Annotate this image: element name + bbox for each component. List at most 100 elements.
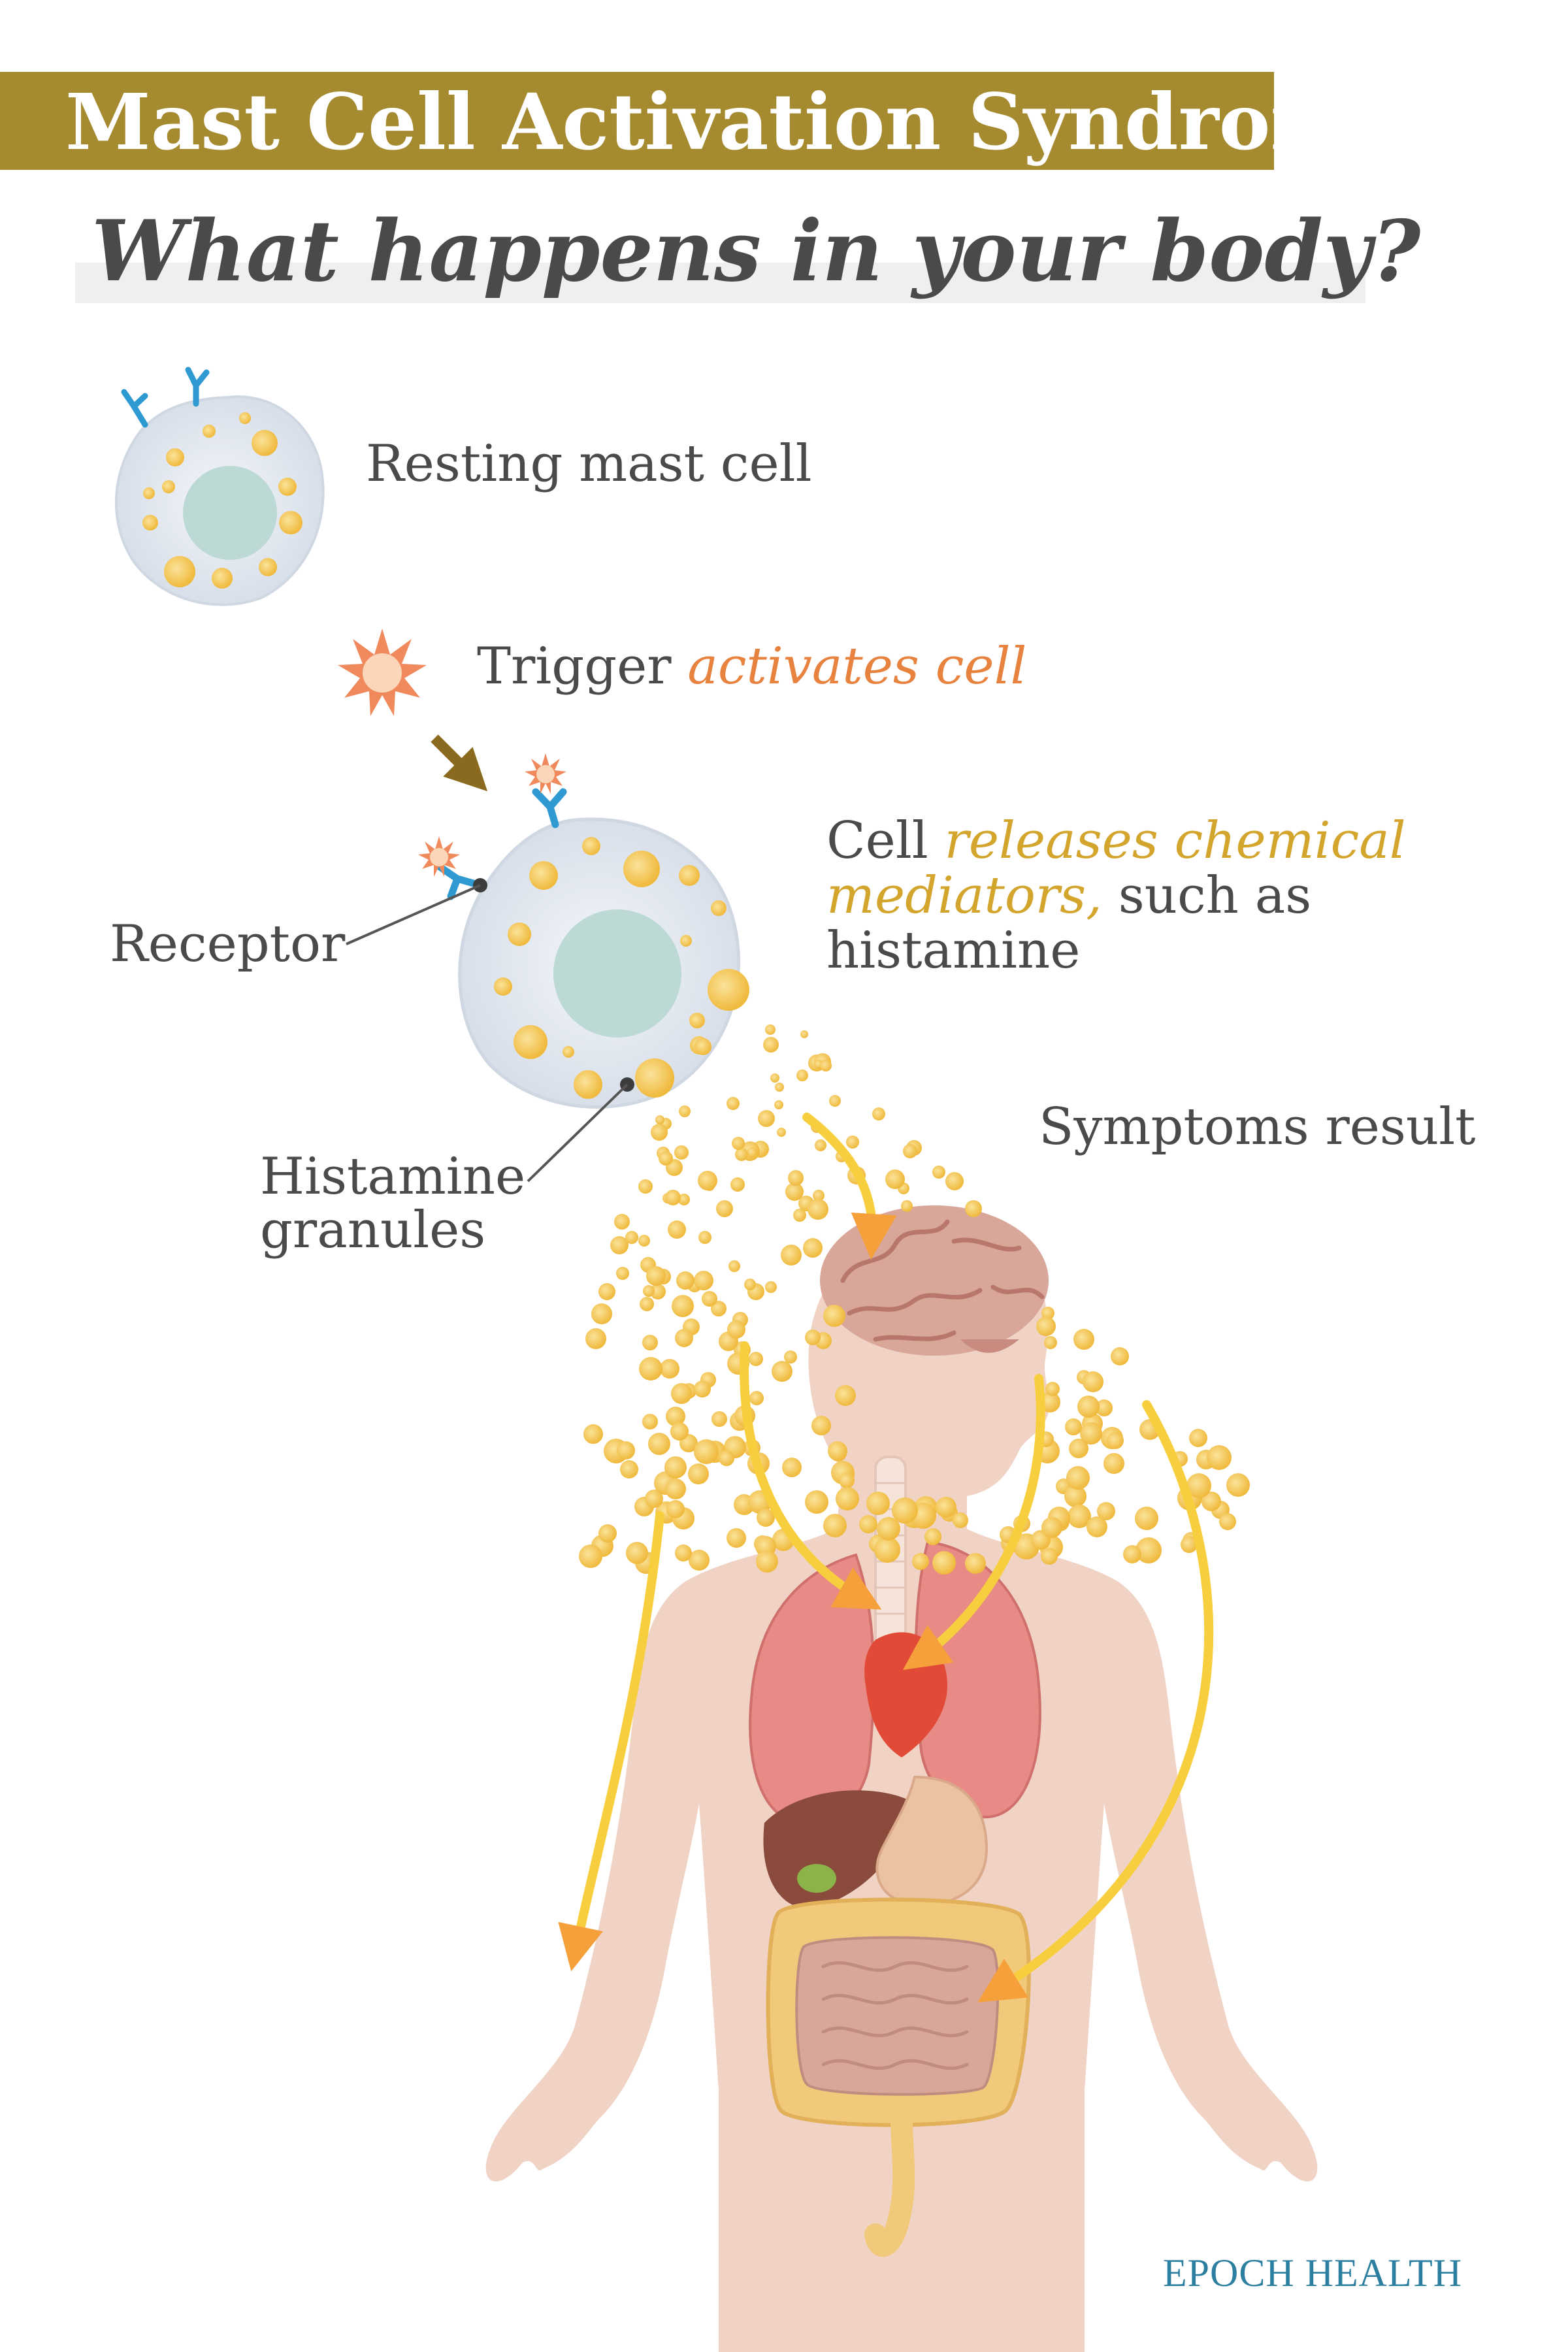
histamine-particle	[675, 1329, 693, 1347]
histamine-particle	[585, 1328, 606, 1349]
histamine-particle	[711, 1301, 727, 1316]
brand-logo: EPOCH HEALTH	[1163, 2251, 1463, 2295]
histamine-particle	[642, 1335, 658, 1350]
intestines	[766, 1897, 1031, 2257]
histamine-particle	[765, 1024, 776, 1035]
histamine-particle	[1077, 1396, 1100, 1418]
histamine-particle	[678, 1194, 690, 1205]
histamine-particle	[1045, 1382, 1060, 1396]
histamine-particle	[901, 1200, 913, 1212]
label-trigger-highlight: activates cell	[687, 637, 1027, 696]
histamine-particle	[666, 1500, 685, 1518]
histamine-particle	[716, 1200, 733, 1217]
histamine-particle	[1181, 1536, 1198, 1553]
histamine-particle	[698, 1171, 717, 1190]
histamine-particle	[796, 1070, 808, 1081]
histamine-particle	[651, 1124, 668, 1141]
histamine-particle	[671, 1383, 692, 1404]
histamine-particle	[676, 1271, 694, 1290]
histamine-particle	[1107, 1432, 1124, 1449]
histamine-particle	[770, 1073, 779, 1083]
histamine-particle	[765, 1281, 777, 1293]
histamine-particle	[1189, 1429, 1207, 1447]
label-release-prefix: Cell	[826, 811, 945, 870]
histamine-particle	[1083, 1371, 1103, 1392]
histamine-particle	[777, 1128, 786, 1137]
histamine-particle	[711, 1411, 727, 1427]
histamine-particle	[885, 1169, 905, 1189]
histamine-particle	[815, 1139, 826, 1151]
histamine-particle	[598, 1524, 617, 1543]
histamine-particle	[665, 1190, 681, 1205]
histamine-particle	[749, 1391, 764, 1405]
histamine-particle	[730, 1177, 745, 1192]
histamine-particle	[932, 1551, 956, 1575]
histamine-particle	[675, 1544, 692, 1561]
histamine-particle	[668, 1220, 686, 1239]
histamine-particle	[1064, 1485, 1086, 1507]
histamine-particle	[702, 1291, 717, 1307]
histamine-particle	[1123, 1545, 1141, 1563]
histamine-particle	[965, 1553, 986, 1574]
histamine-particle	[1135, 1537, 1162, 1563]
histamine-particle	[583, 1424, 603, 1444]
histamine-particle	[936, 1497, 956, 1518]
label-resting-mast-cell: Resting mast cell	[366, 434, 812, 493]
abdominal-organs	[763, 1775, 988, 1909]
histamine-particle	[763, 1037, 779, 1053]
histamine-particle	[650, 1284, 666, 1299]
histamine-particle	[823, 1305, 845, 1327]
histamine-particle	[694, 1038, 711, 1055]
histamine-particle	[616, 1267, 629, 1280]
histamine-particle	[727, 1097, 740, 1110]
histamine-particle	[1065, 1418, 1082, 1435]
histamine-particle	[747, 1147, 757, 1158]
histamine-particle	[859, 1515, 877, 1533]
histamine-particle	[774, 1100, 783, 1109]
histamine-particle	[727, 1528, 746, 1548]
trigger-icon	[338, 629, 427, 716]
page-title: Mast Cell Activation Syndrome	[65, 76, 1401, 167]
page-subtitle: What happens in your body?	[91, 203, 1421, 301]
histamine-particle	[788, 1170, 804, 1186]
label-trigger-prefix: Trigger	[477, 637, 688, 696]
histamine-particle	[1201, 1492, 1221, 1511]
histamine-particle	[1186, 1473, 1211, 1498]
histamine-particle	[866, 1492, 890, 1515]
histamine-particle	[688, 1463, 709, 1484]
histamine-particle	[1066, 1466, 1090, 1490]
histamine-particle	[1111, 1347, 1129, 1365]
histamine-particle	[1103, 1453, 1124, 1474]
histamine-particle	[800, 1030, 808, 1038]
histamine-particle	[744, 1279, 756, 1290]
human-body	[485, 1222, 1318, 2352]
histamine-particle	[912, 1553, 929, 1570]
histamine-particle	[727, 1320, 745, 1339]
label-symptoms-result: Symptoms result	[1039, 1098, 1476, 1156]
histamine-particle	[694, 1271, 713, 1290]
histamine-particle	[670, 1422, 689, 1441]
histamine-particle	[694, 1380, 711, 1397]
histamine-particle	[666, 1407, 685, 1426]
histamine-particles	[579, 1013, 1250, 1575]
histamine-particle	[1068, 1505, 1091, 1528]
histamine-particle	[945, 1172, 964, 1190]
histamine-particle	[728, 1260, 740, 1272]
brain-organ	[820, 1205, 1049, 1356]
histamine-particle	[785, 1183, 804, 1201]
histamine-particle	[808, 1199, 828, 1220]
symptom-arrows	[558, 1113, 1214, 2002]
histamine-particle	[660, 1359, 679, 1379]
label-granules-line1: Histamine	[260, 1147, 526, 1206]
histamine-particle	[610, 1236, 629, 1254]
histamine-particle	[829, 1095, 841, 1107]
histamine-particle	[953, 1512, 968, 1528]
histamine-particle	[813, 1190, 825, 1201]
histamine-particle	[1080, 1422, 1102, 1445]
histamine-particle	[782, 1458, 802, 1477]
histamine-particle	[643, 1285, 655, 1297]
histamine-particle	[846, 1135, 859, 1149]
label-trigger: Trigger activates cell	[477, 637, 1026, 696]
